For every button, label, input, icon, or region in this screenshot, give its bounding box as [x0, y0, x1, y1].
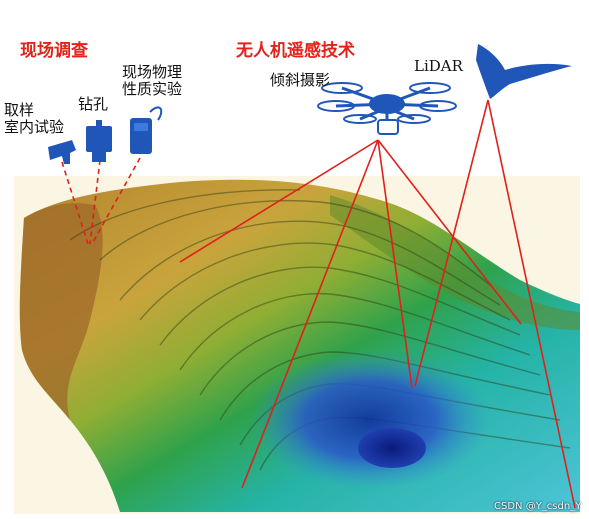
- drilling-label: 钻孔: [78, 95, 109, 113]
- field-test-device-icon: [130, 106, 163, 154]
- terrain-rim-left: [19, 203, 103, 420]
- uav-survey-links: [179, 99, 576, 509]
- uav-remote-sensing-title: 无人机遥感技术: [236, 41, 355, 61]
- pit-bottom: [358, 428, 426, 468]
- drill-rig-icon: [86, 120, 112, 162]
- field-survey-title: 现场调查: [20, 41, 88, 61]
- rock-sampler-icon: [48, 140, 76, 164]
- multirotor-drone-icon: [317, 82, 457, 135]
- watermark: CSDN @Y_csdn_Y: [494, 501, 582, 512]
- field-survey-links: [61, 157, 141, 245]
- terrain-ridge-right: [330, 195, 580, 330]
- lidar-label: LiDAR: [414, 57, 463, 75]
- in-situ-test-label: 现场物理 性质实验: [122, 63, 183, 99]
- sampling-lab-test-label: 取样 室内试验: [4, 101, 65, 137]
- fixed-wing-uav-icon: [476, 44, 572, 99]
- oblique-photography-label: 倾斜摄影: [270, 71, 331, 89]
- pit-water-area: [250, 350, 490, 490]
